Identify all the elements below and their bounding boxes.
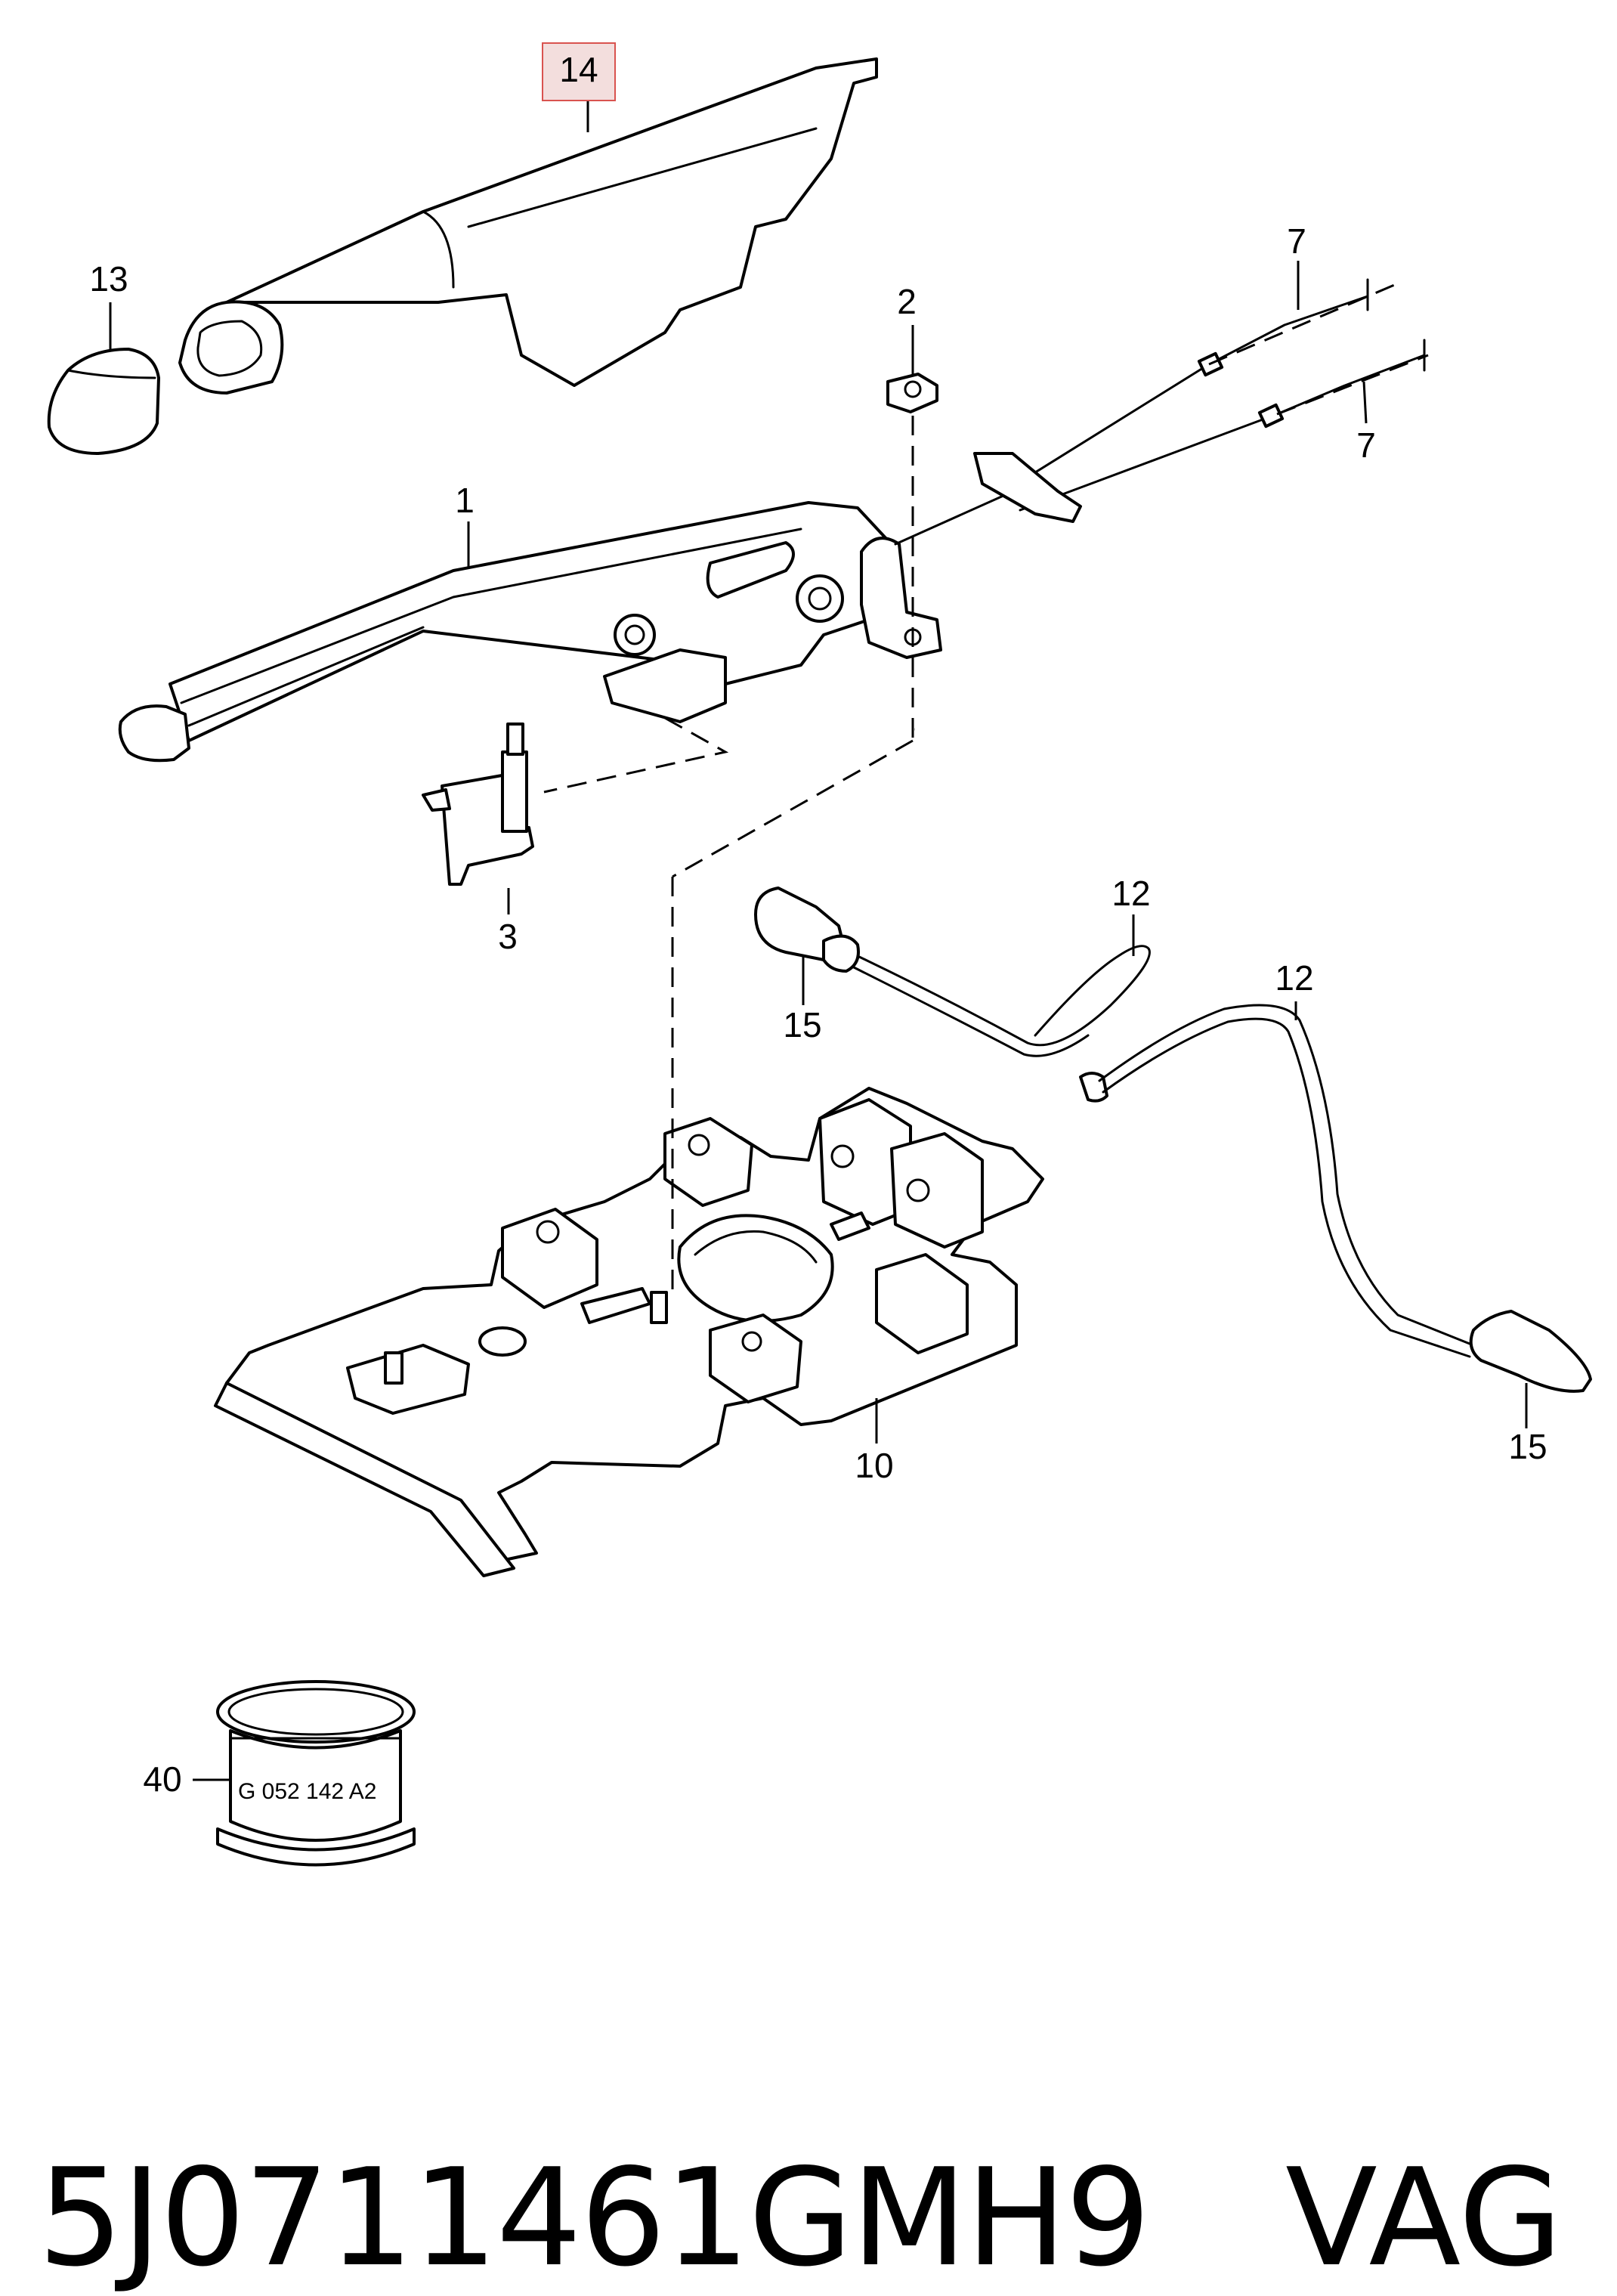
lever-grip-cover — [178, 57, 878, 395]
brake-cables — [973, 278, 1426, 523]
callout-labels: 14 13 2 7 7 1 3 12 12 15 15 10 40 — [89, 42, 1547, 1799]
cable-12-lower — [1079, 1004, 1592, 1393]
cable-12-upper — [754, 887, 1151, 1057]
assembly-lines — [543, 282, 1429, 1292]
callout-13: 13 — [89, 259, 128, 299]
switch — [422, 723, 534, 886]
callout-leaders — [109, 91, 1528, 1781]
callout-10: 10 — [855, 1446, 893, 1485]
end-cap — [47, 348, 160, 455]
grease-container: G 052 142 A2 — [216, 1680, 416, 1867]
maker-name: VAG — [1285, 2140, 1563, 2296]
footer: 5J0711461GMH9 VAG — [38, 2151, 1587, 2285]
callout-15-right: 15 — [1508, 1427, 1547, 1466]
callout-14: 14 — [559, 50, 598, 89]
callout-40: 40 — [143, 1759, 181, 1799]
part-number: 5J0711461GMH9 — [38, 2140, 1151, 2296]
callout-14-highlight — [542, 42, 616, 101]
callout-1: 1 — [455, 481, 475, 520]
callout-15-left: 15 — [783, 1005, 821, 1044]
nut — [886, 373, 938, 413]
grease-package-label: G 052 142 A2 — [238, 1779, 377, 1804]
base-bracket — [214, 1087, 1044, 1577]
callout-12-upper: 12 — [1111, 874, 1150, 913]
callout-12-lower: 12 — [1275, 958, 1313, 998]
callout-2: 2 — [897, 282, 917, 321]
parts-diagram: G 052 142 A2 14 13 2 7 7 1 3 12 — [47, 42, 1592, 1867]
callout-3: 3 — [498, 917, 518, 956]
handbrake-lever — [118, 494, 1006, 763]
callout-7-top: 7 — [1287, 221, 1306, 261]
callout-7-bottom: 7 — [1356, 425, 1376, 465]
